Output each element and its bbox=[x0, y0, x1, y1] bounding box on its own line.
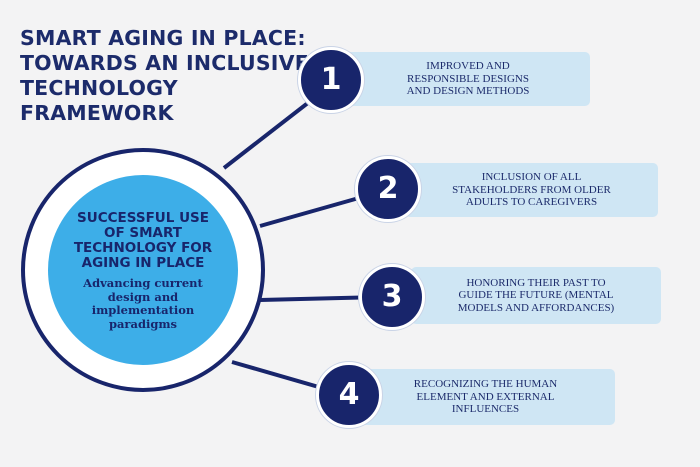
step-card-4: RECOGNIZING THE HUMAN ELEMENT AND EXTERN… bbox=[356, 369, 615, 425]
step-card-line: ELEMENT AND EXTERNAL bbox=[416, 390, 555, 403]
step-card-line: STAKEHOLDERS FROM OLDER bbox=[452, 183, 611, 196]
step-card-1: IMPROVED AND RESPONSIBLE DESIGNS AND DES… bbox=[346, 52, 590, 106]
step-badge-1: 1 bbox=[298, 47, 364, 113]
title-line: SMART AGING IN PLACE: bbox=[20, 26, 306, 50]
step-card-line: IMPROVED AND bbox=[426, 60, 510, 73]
connector-line-1 bbox=[222, 90, 324, 170]
center-sub-line: implementation bbox=[91, 303, 195, 317]
page-title: SMART AGING IN PLACE: TOWARDS AN INCLUSI… bbox=[20, 26, 309, 126]
step-card-line: GUIDE THE FUTURE (MENTAL bbox=[458, 289, 614, 302]
title-line: TOWARDS AN INCLUSIVE bbox=[20, 51, 309, 75]
center-sub-line: paradigms bbox=[108, 316, 178, 331]
center-heading: SUCCESSFUL USE OF SMART TECHNOLOGY FOR A… bbox=[48, 211, 238, 271]
step-card-2: INCLUSION OF ALL STAKEHOLDERS FROM OLDER… bbox=[405, 163, 658, 217]
center-sub-line: design and bbox=[107, 289, 179, 304]
center-heading-line: OF SMART bbox=[103, 225, 182, 241]
step-card-line: AND DESIGN METHODS bbox=[406, 85, 530, 98]
step-card-3: HONORING THEIR PAST TO GUIDE THE FUTURE … bbox=[411, 267, 661, 324]
center-heading-line: SUCCESSFUL USE bbox=[77, 210, 209, 226]
step-badge-2: 2 bbox=[355, 156, 421, 222]
step-card-line: ADULTS TO CAREGIVERS bbox=[465, 196, 598, 209]
center-circle: SUCCESSFUL USE OF SMART TECHNOLOGY FOR A… bbox=[48, 175, 238, 365]
step-card-line: INFLUENCES bbox=[451, 403, 520, 416]
center-subheading: Advancing current design and implementat… bbox=[48, 276, 238, 331]
step-card-line: MODELS AND AFFORDANCES) bbox=[457, 301, 615, 314]
step-card-line: HONORING THEIR PAST TO bbox=[466, 276, 606, 289]
title-line: FRAMEWORK bbox=[20, 101, 174, 125]
center-heading-line: AGING IN PLACE bbox=[81, 255, 205, 271]
step-badge-4: 4 bbox=[316, 362, 382, 428]
step-card-line: INCLUSION OF ALL bbox=[481, 171, 582, 184]
step-card-line: RECOGNIZING THE HUMAN bbox=[413, 378, 558, 391]
center-heading-line: TECHNOLOGY FOR bbox=[73, 240, 213, 256]
center-sub-line: Advancing current bbox=[83, 276, 203, 290]
step-badge-3: 3 bbox=[359, 264, 425, 330]
title-line: TECHNOLOGY bbox=[20, 76, 178, 100]
step-card-line: RESPONSIBLE DESIGNS bbox=[407, 72, 529, 85]
